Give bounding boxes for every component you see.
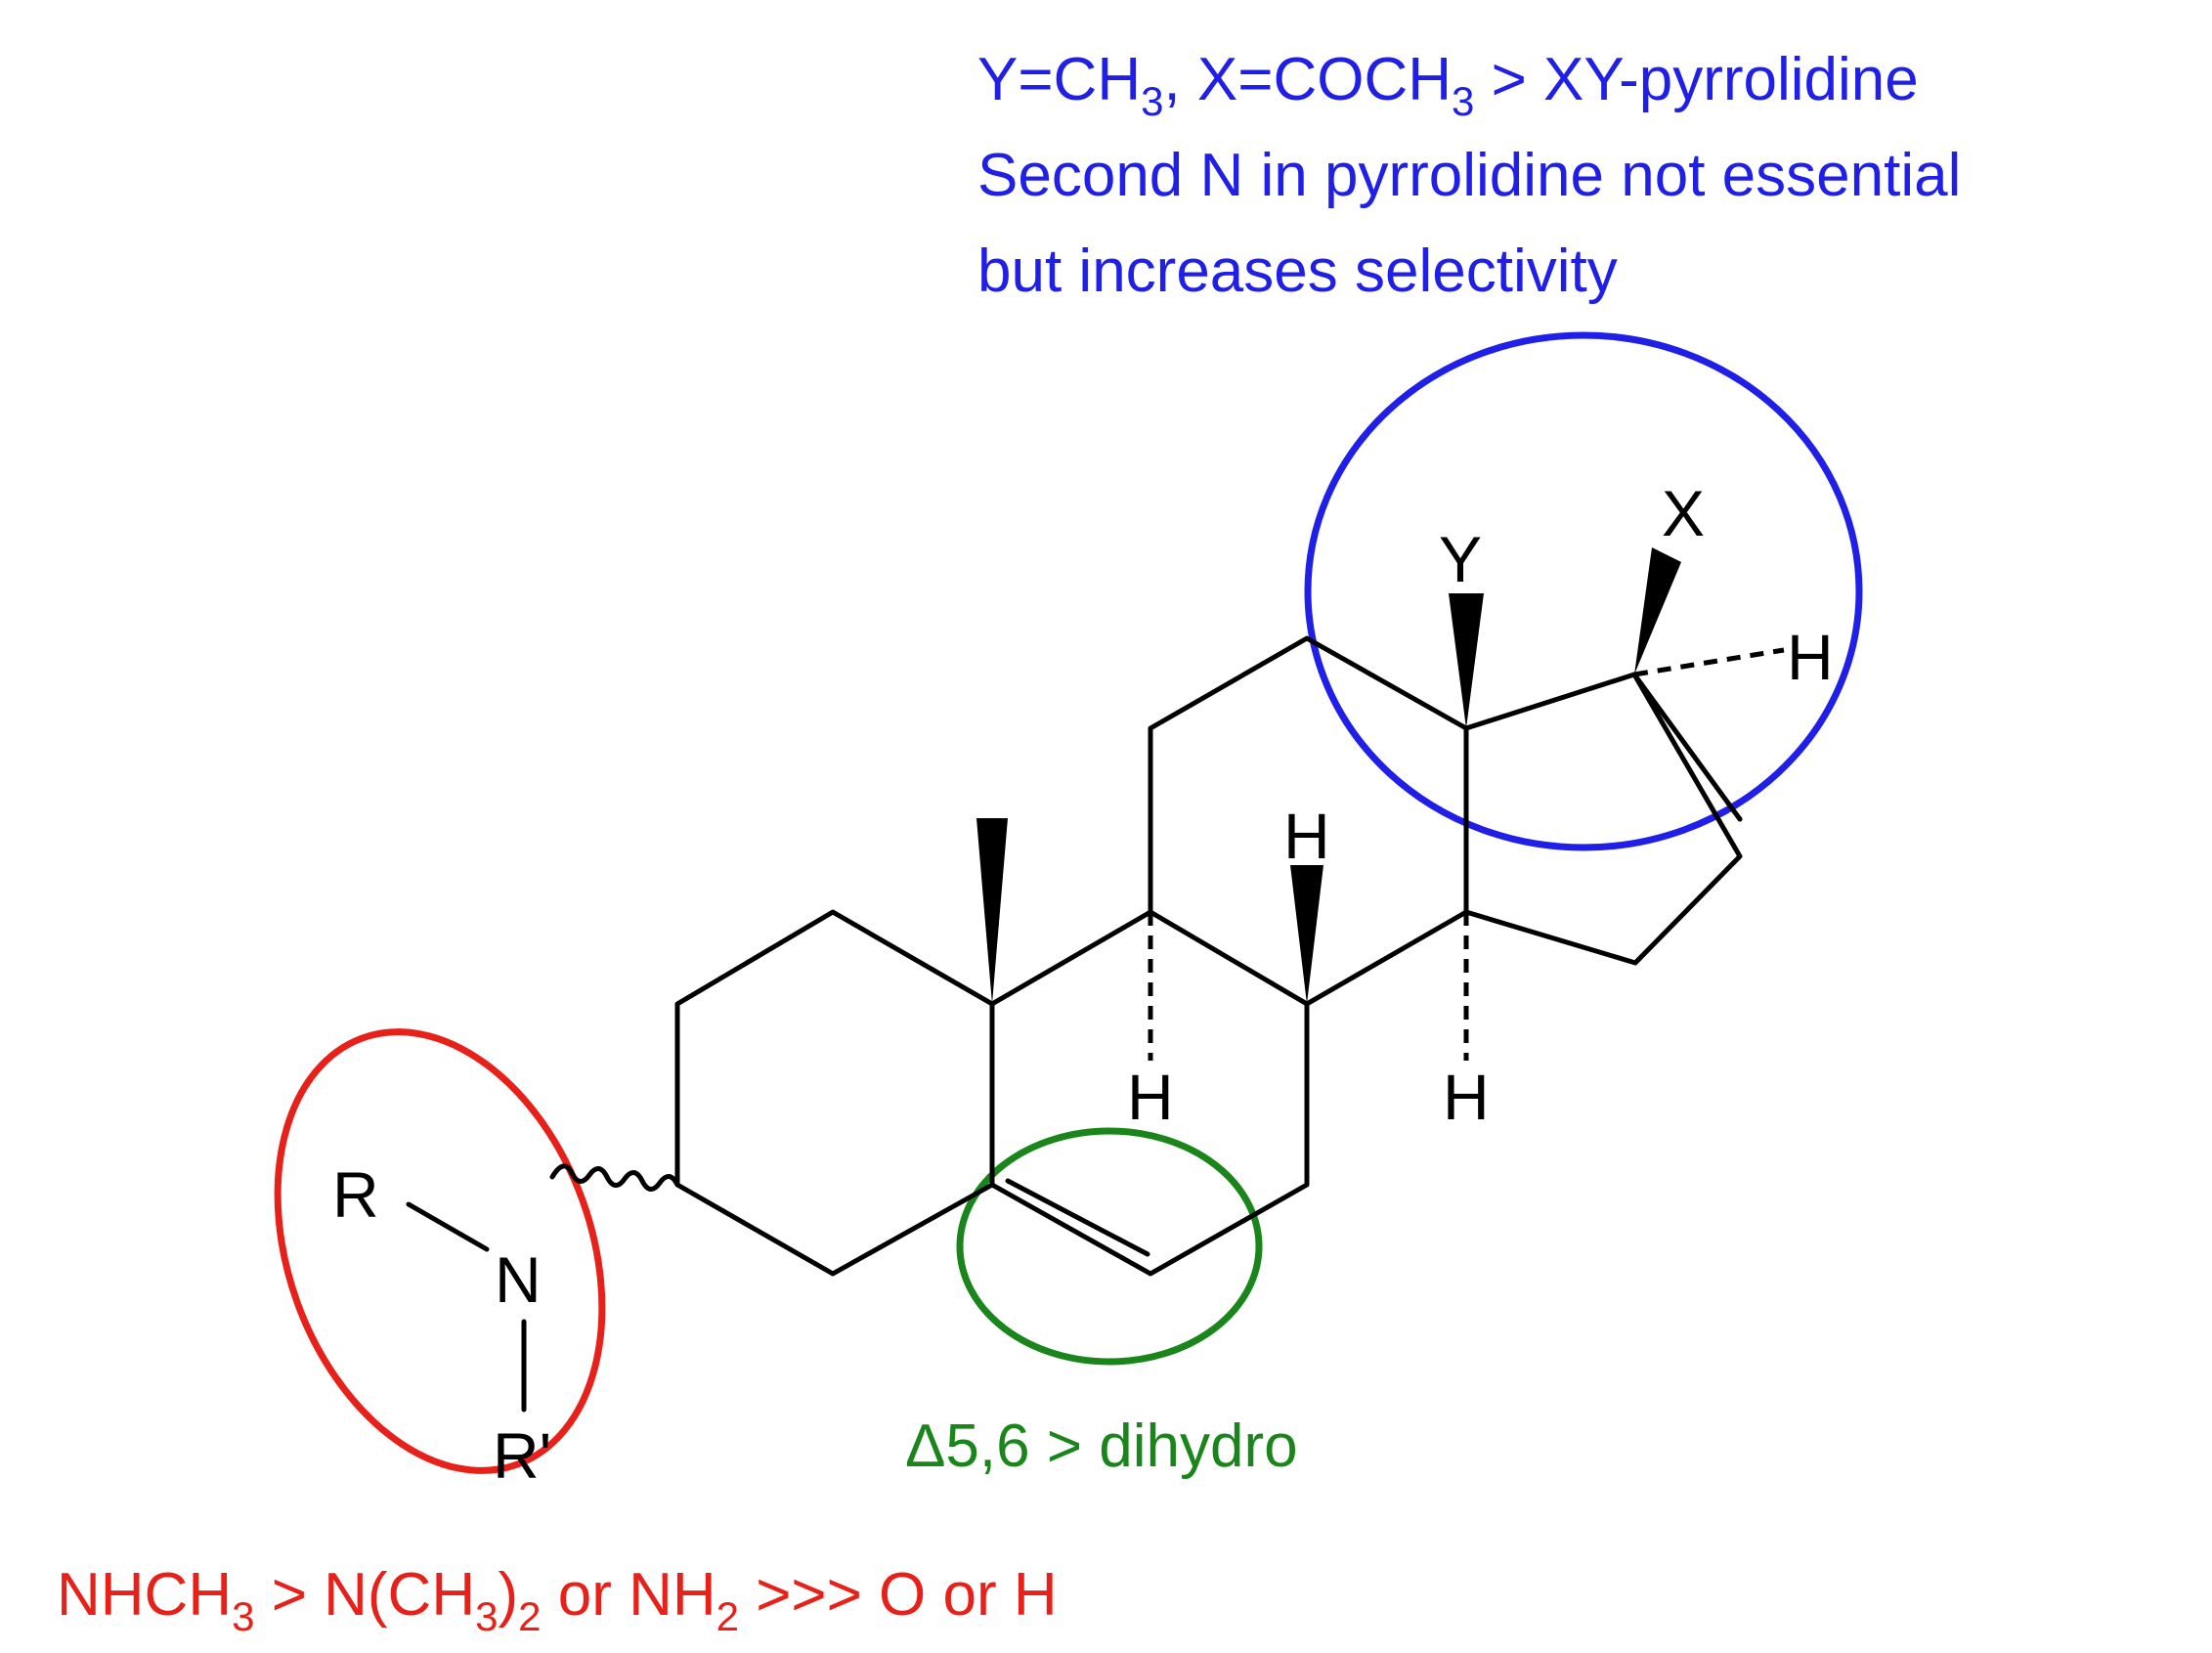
ring-d-bonds	[1463, 672, 1743, 966]
pyrrolidine-note-line3: but increases selectivity	[977, 238, 1618, 305]
ring-c-bonds	[1148, 635, 1469, 1007]
dihydro-note: Δ5,6 > dihydro	[905, 1413, 1298, 1480]
c13-y-wedge	[1449, 593, 1484, 728]
c5-c6-double-bond	[1005, 1178, 1150, 1257]
r-n-bond	[406, 1201, 490, 1252]
atom-label-x: X	[1662, 477, 1705, 549]
atom-label-n: N	[495, 1243, 542, 1316]
pyrrolidine-note: Y=CH3, X=COCH3 > XY-pyrrolidine Second N…	[977, 46, 1961, 305]
double-bond-highlight-ellipse	[956, 1127, 1263, 1366]
atom-label-h-c8: H	[1283, 800, 1330, 872]
steroid-skeleton	[674, 635, 1743, 1277]
c8-h-wedge	[1290, 865, 1323, 1004]
c3-n-wavy-bond	[549, 1163, 680, 1192]
c17-c16-bond	[1631, 672, 1743, 822]
ring-a-bonds	[674, 909, 995, 1277]
atom-label-h-c17: H	[1787, 621, 1834, 693]
atom-label-h-c14: H	[1443, 1061, 1490, 1133]
ring-b-bonds	[989, 909, 1310, 1277]
c10-methyl-wedge	[976, 818, 1008, 1004]
atom-label-r: R	[332, 1158, 379, 1231]
c17-x-wedge	[1634, 547, 1681, 674]
c17-h-hash-bond	[1633, 647, 1785, 677]
atom-label-r-prime: R'	[493, 1419, 551, 1492]
amine-highlight-ellipse	[274, 1028, 606, 1474]
pyrrolidine-highlight-ellipse	[1304, 331, 1863, 851]
atom-label-h-c9: H	[1127, 1061, 1174, 1133]
amine-note: NHCH3 > N(CH3)2 or NH2 >>> O or H	[57, 1561, 1058, 1639]
pyrrolidine-note-line1: Y=CH3, X=COCH3 > XY-pyrrolidine	[977, 46, 1919, 124]
atom-label-y: Y	[1439, 523, 1482, 595]
pyrrolidine-note-line2: Second N in pyrrolidine not essential	[977, 142, 1961, 209]
